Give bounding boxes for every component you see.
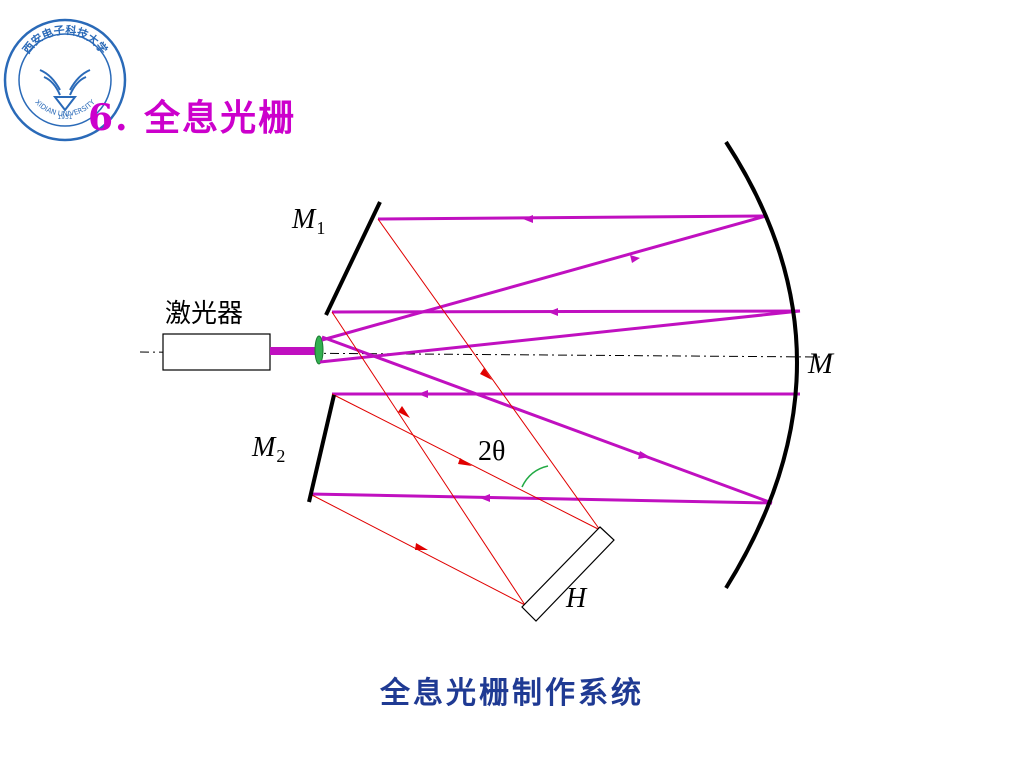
- arrow-mark: [458, 458, 472, 466]
- purple-arrows: [418, 215, 650, 502]
- label-m2: M2: [251, 432, 285, 466]
- beam-lower-edge: [319, 309, 801, 364]
- beam-return-1: [377, 214, 767, 221]
- arrow-mark: [630, 255, 640, 263]
- mirror-m2: [307, 394, 336, 503]
- beam-expanding-down: [321, 335, 773, 505]
- holographic-plate-h: [521, 526, 615, 622]
- arrow-mark: [398, 406, 410, 418]
- beam-return-4: [309, 492, 773, 505]
- label-h: H: [565, 583, 588, 614]
- ray: [331, 311, 526, 606]
- arrow-mark: [480, 494, 490, 502]
- ray: [377, 218, 601, 531]
- arrow-mark: [418, 390, 428, 398]
- purple-beams: [309, 214, 801, 505]
- label-m1: M1: [291, 204, 325, 238]
- label-laser: 激光器: [165, 299, 243, 329]
- university-logo: 西安电子科技大学 XIDIAN UNIVERSITY 1931: [3, 18, 127, 142]
- arrow-mark: [415, 543, 428, 550]
- angle-arc: [521, 465, 549, 488]
- red-arrows: [398, 368, 492, 550]
- lens-icon: [314, 335, 324, 365]
- laser-box: [162, 333, 271, 371]
- arrow-mark: [523, 215, 533, 223]
- mirror-m1: [324, 201, 382, 316]
- concave-mirror-m: [724, 140, 799, 590]
- laser-nozzle: [270, 347, 316, 355]
- svg-text:1931: 1931: [57, 114, 72, 121]
- beam-return-2: [331, 309, 801, 314]
- arrow-mark: [480, 368, 492, 380]
- beam-expanding-up: [321, 214, 767, 342]
- arrow-mark: [548, 308, 558, 316]
- red-rays: [309, 218, 601, 606]
- slide-title: 6. 全息光栅: [88, 97, 297, 139]
- eagle-emblem-icon: [39, 69, 91, 112]
- arrow-mark: [638, 451, 650, 459]
- figure-caption: 全息光栅制作系统: [380, 676, 644, 711]
- label-angle: 2θ: [478, 436, 505, 467]
- label-m: M: [807, 347, 835, 380]
